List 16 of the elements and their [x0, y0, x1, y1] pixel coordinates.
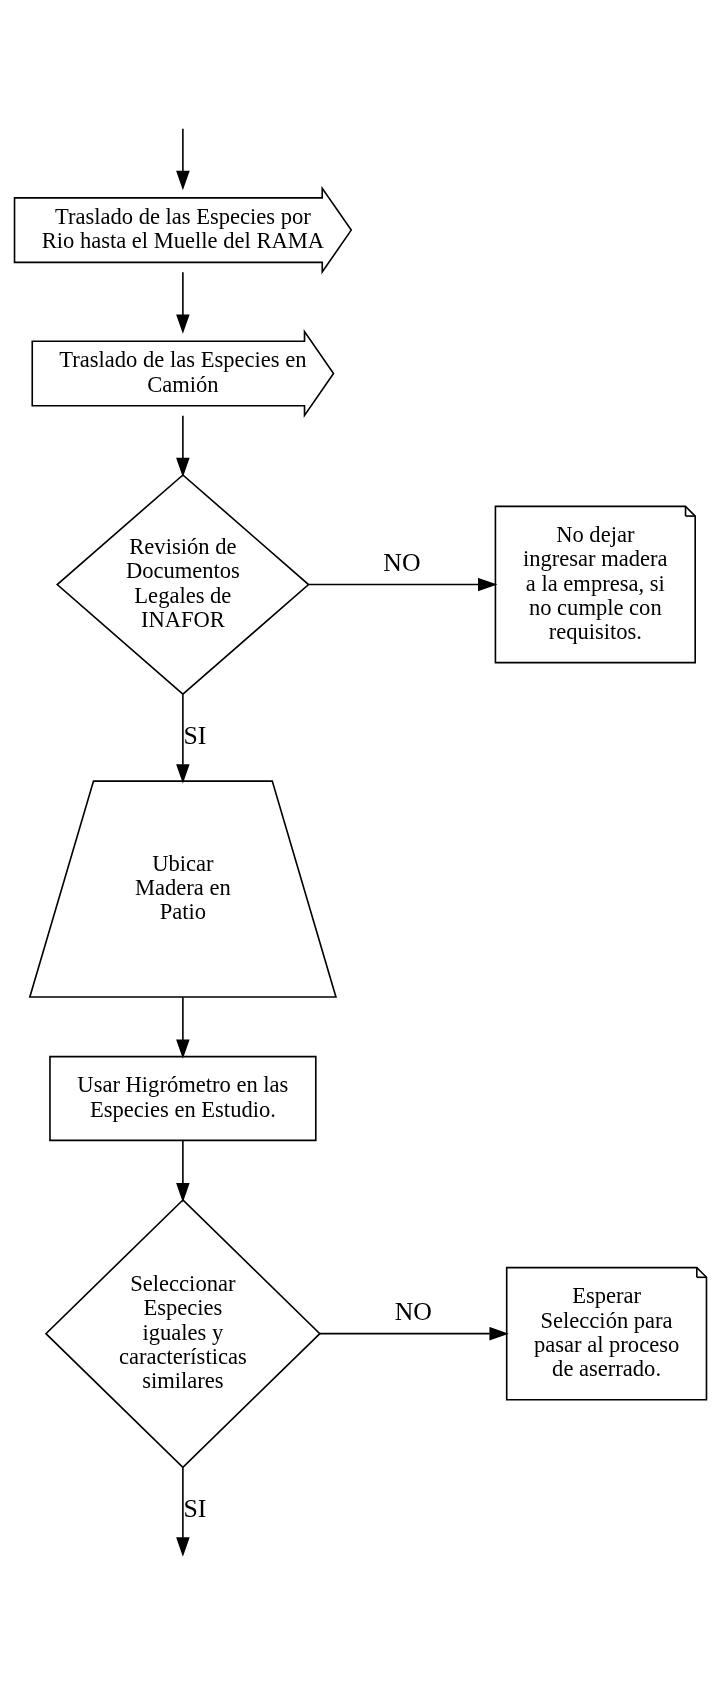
node-diamond: Seleccionar Especies iguales y características similares: [44, 1198, 321, 1469]
arrow: [319, 1326, 509, 1341]
arrow: [176, 127, 190, 191]
edge-label: SI: [183, 720, 207, 750]
edge-label: NO: [383, 548, 421, 578]
arrow: [176, 271, 190, 334]
edge-label: SI: [183, 1494, 207, 1524]
arrow: [176, 996, 190, 1059]
node-box: Usar Higrómetro en las Especies en Estudio.: [49, 1055, 317, 1142]
arrow: [176, 414, 190, 478]
edge-label: NO: [394, 1297, 432, 1327]
node-diamond: Revisión de Documentos Legales de INAFOR: [56, 473, 310, 696]
arrow: [176, 693, 190, 784]
arrow: [176, 1467, 190, 1557]
arrow: [308, 577, 498, 592]
arrow: [176, 1139, 190, 1203]
